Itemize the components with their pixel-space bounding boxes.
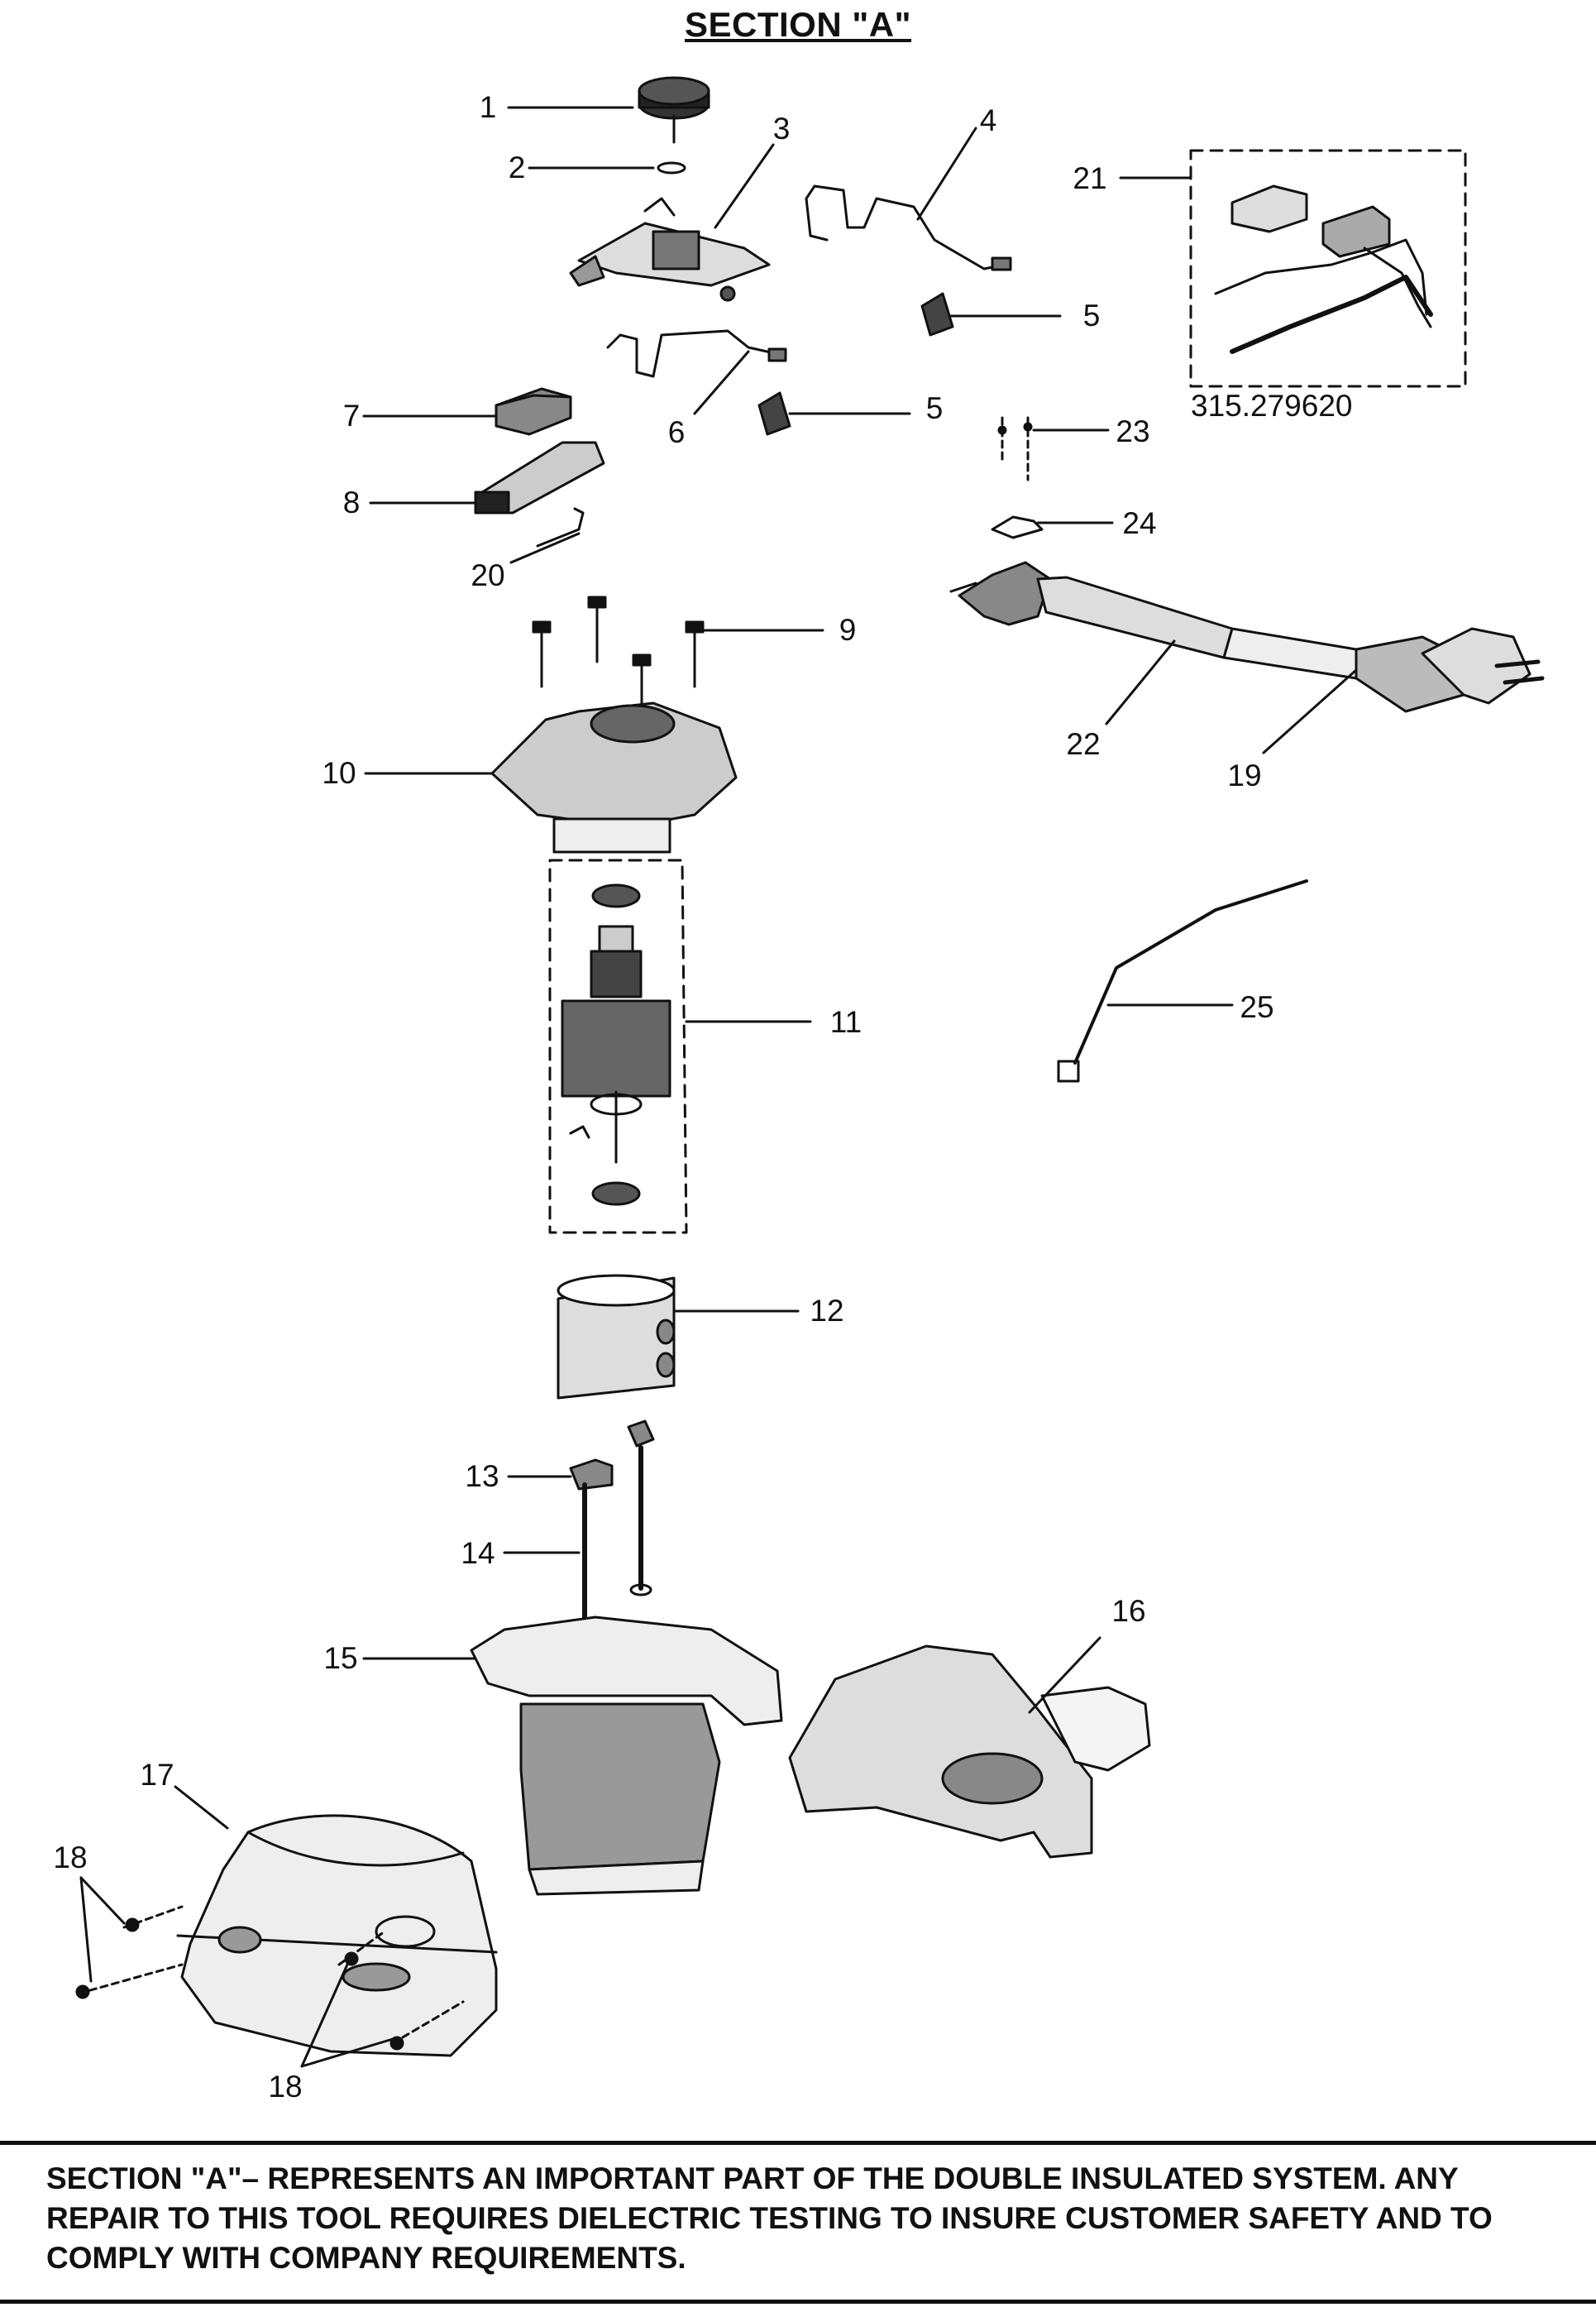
callout-13: 13 (465, 1459, 499, 1493)
callout-15: 15 (323, 1641, 357, 1675)
notice-line-3: COMPLY WITH COMPANY REQUIREMENTS. (46, 2241, 686, 2275)
part-18-screws (75, 1905, 465, 2051)
part-2-retaining-clip (657, 161, 686, 175)
callout-16: 16 (1111, 1594, 1145, 1628)
notice-bottom-rule (0, 2300, 1596, 2304)
callout-21: 21 (1073, 161, 1106, 195)
part-7-switch (495, 387, 572, 436)
part-9-screws (532, 596, 705, 721)
part-8-switch-button (474, 441, 605, 515)
callout-7: 7 (343, 399, 361, 433)
part-5-wire-nut-upper (920, 292, 954, 337)
part-16-blower-cover (788, 1644, 1151, 1859)
callout-17: 17 (140, 1758, 174, 1792)
callout-1: 1 (480, 90, 497, 124)
callout-18-left: 18 (53, 1841, 87, 1874)
part-6-lead-wire (606, 329, 787, 378)
part-20-spring (536, 507, 585, 548)
callout-3: 3 (773, 112, 791, 146)
safety-notice: SECTION "A"– REPRESENTS AN IMPORTANT PAR… (46, 2159, 1568, 2278)
callout-24: 24 (1122, 506, 1156, 540)
callout-19: 19 (1227, 759, 1261, 792)
part-15-motor-housing (470, 1616, 783, 1896)
callout-2: 2 (509, 151, 526, 184)
callout-22: 22 (1066, 727, 1100, 761)
part-10-bearing-housing (490, 701, 738, 854)
callout-9: 9 (839, 613, 857, 647)
callout-20: 20 (471, 558, 504, 592)
callout-labels: 1 2 3 4 5 5 6 7 8 20 21 23 24 9 10 22 19… (53, 90, 1273, 2104)
callout-5-upper: 5 (1083, 299, 1101, 333)
part-21-electronic-module (1189, 149, 1467, 388)
section-title: SECTION "A" (684, 5, 911, 44)
part-5-wire-nut-lower (757, 391, 791, 436)
notice-top-rule (0, 2141, 1596, 2145)
part-19-power-cord-plug (1222, 627, 1545, 713)
part-11-armature-assembly (548, 859, 688, 1234)
part-1-gear-knob (638, 76, 710, 144)
part-23-screw (997, 416, 1033, 481)
model-number-label: 315.279620 (1191, 389, 1353, 423)
callout-18-bottom: 18 (268, 2070, 302, 2104)
notice-line-1: SECTION "A"– REPRESENTS AN IMPORTANT PAR… (46, 2161, 1459, 2195)
part-3-switch-assembly (569, 197, 771, 302)
part-12-field (557, 1274, 676, 1400)
part-4-lead-wire (805, 184, 1012, 271)
part-22-cord-protector (949, 561, 1234, 659)
part-25-cable-tie (1057, 879, 1308, 1083)
callout-14: 14 (461, 1536, 495, 1570)
callout-4: 4 (980, 103, 997, 137)
callout-6: 6 (668, 415, 686, 449)
callout-23: 23 (1116, 414, 1149, 448)
callout-5-lower: 5 (926, 391, 944, 425)
part-17-shroud (176, 1814, 498, 2057)
part-24-cord-clamp (991, 515, 1044, 539)
callout-11: 11 (830, 1005, 862, 1039)
callout-8: 8 (343, 486, 361, 519)
notice-line-2: REPAIR TO THIS TOOL REQUIRES DIELECTRIC … (46, 2201, 1493, 2235)
callout-12: 12 (810, 1294, 843, 1328)
part-13-bracket (569, 1419, 655, 1491)
callout-25: 25 (1240, 990, 1273, 1024)
callout-leaders (79, 106, 1358, 2068)
callout-10: 10 (322, 756, 356, 790)
